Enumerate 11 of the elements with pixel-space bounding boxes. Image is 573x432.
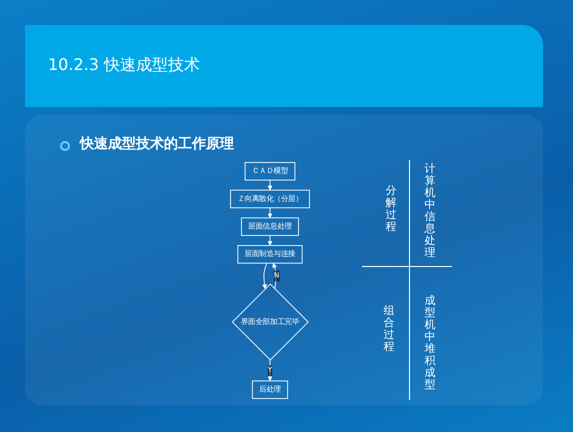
arrow xyxy=(268,235,272,246)
arrow xyxy=(268,207,272,218)
process-label: 成型机中堆积成型 xyxy=(424,295,436,391)
bullet-heading: 快速成型技术的工作原理 xyxy=(80,135,234,153)
slide-title: 10.2.3 快速成型技术 xyxy=(48,55,200,76)
process-label: 分解过程 xyxy=(385,185,397,233)
arrow xyxy=(262,262,268,290)
arrow xyxy=(272,262,278,290)
arrow xyxy=(268,180,272,190)
process-label: 计算机中信息处理 xyxy=(424,163,436,259)
process-label: 组合过程 xyxy=(383,305,395,353)
